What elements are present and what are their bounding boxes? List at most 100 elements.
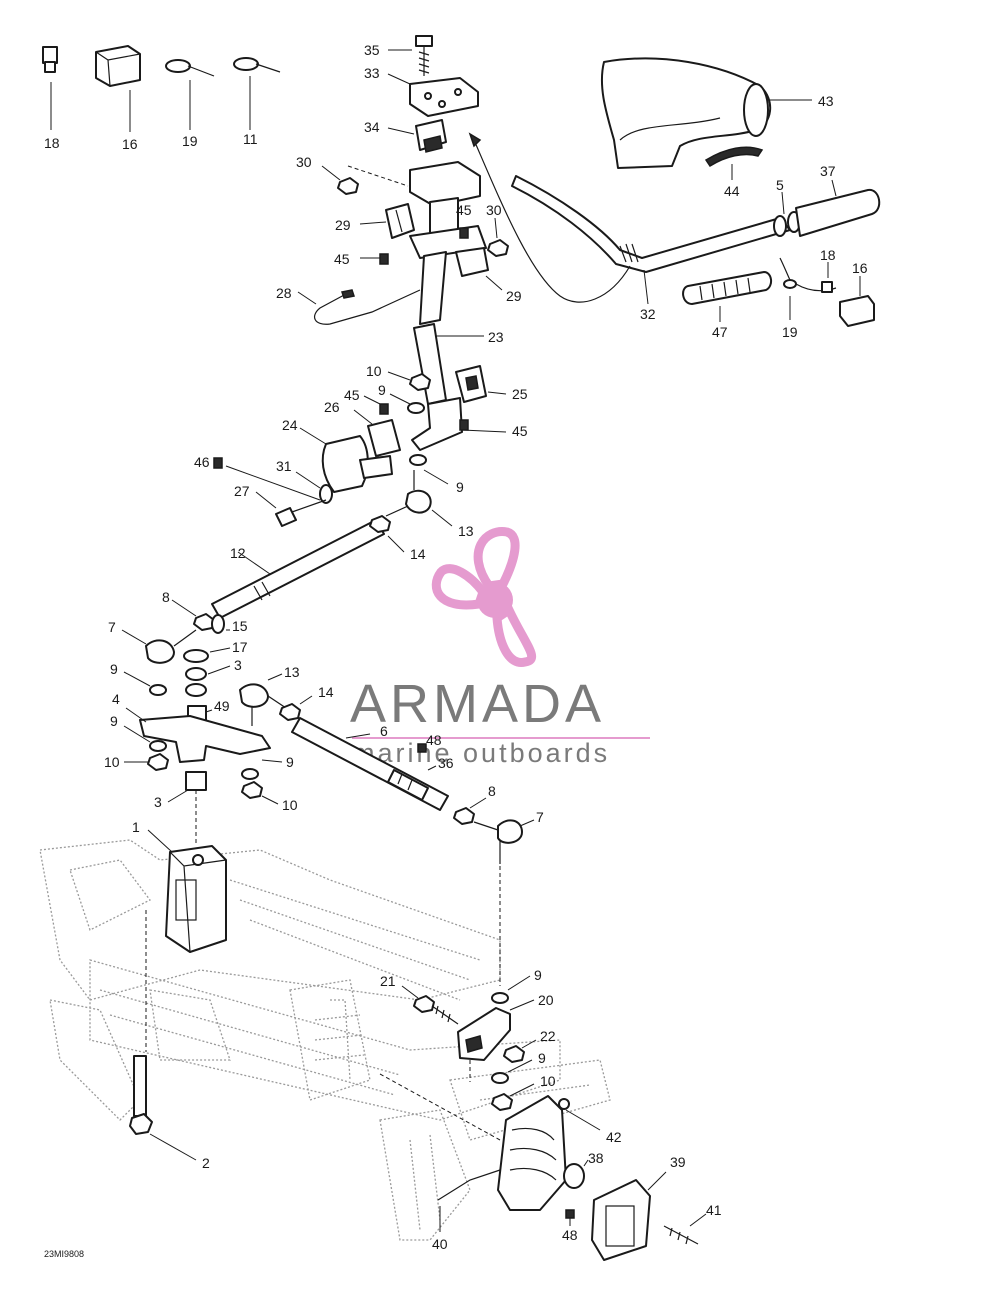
part-17-washer — [183, 647, 231, 663]
callout-16: 16 — [122, 136, 138, 152]
callout-37: 37 — [820, 163, 836, 179]
part-4-pivot-arm — [125, 707, 271, 763]
part-48-clip-lower — [565, 1209, 575, 1226]
part-45-clip-mid — [363, 395, 469, 431]
callout-9: 9 — [110, 713, 118, 729]
part-steering-stem-upper — [347, 161, 487, 325]
part-9-washers-left-stack — [123, 671, 283, 780]
part-39-plate — [591, 1171, 667, 1261]
callout-8: 8 — [488, 783, 496, 799]
callout-30: 30 — [486, 202, 502, 218]
callout-32: 32 — [640, 306, 656, 322]
callout-28: 28 — [276, 285, 292, 301]
part-40-cable — [437, 1169, 501, 1232]
callout-29: 29 — [506, 288, 522, 304]
part-3-bushing-upper — [185, 665, 231, 697]
callout-45: 45 — [334, 251, 350, 267]
callout-13: 13 — [458, 523, 474, 539]
callout-49: 49 — [214, 698, 230, 714]
callout-2: 2 — [202, 1155, 210, 1171]
part-18-connector-right — [821, 262, 833, 293]
part-29-bushing-right — [455, 247, 503, 291]
callout-1: 1 — [132, 819, 140, 835]
callout-26: 26 — [324, 399, 340, 415]
callout-7: 7 — [108, 619, 116, 635]
part-9-washer-upper — [389, 393, 425, 414]
callout-36: 36 — [438, 755, 454, 771]
callout-9: 9 — [110, 661, 118, 677]
callout-18: 18 — [44, 135, 60, 151]
callout-47: 47 — [712, 324, 728, 340]
callout-34: 34 — [364, 119, 380, 135]
part-26-bushing — [353, 409, 401, 457]
watermark-logo: ARMADA marine outboards — [350, 527, 650, 768]
part-2-long-bolt — [129, 1055, 197, 1161]
part-34-bushing — [387, 119, 447, 153]
part-21-bolt — [401, 985, 459, 1025]
callout-20: 20 — [538, 992, 554, 1008]
callout-45: 45 — [344, 387, 360, 403]
part-25-bracket — [455, 365, 507, 403]
part-43-padding — [600, 57, 812, 169]
part-14-nut-mid — [279, 695, 313, 721]
part-10-nut-arm — [491, 1083, 535, 1111]
part-7-ball-joint-right — [473, 819, 535, 864]
part-9-washer-arm-bottom — [491, 1059, 533, 1084]
hull-frame-outline — [39, 839, 611, 1241]
part-20-steering-arm — [457, 999, 535, 1061]
part-47-throttle-grip — [682, 271, 772, 322]
part-14-nut-upper — [369, 515, 405, 553]
callout-25: 25 — [512, 386, 528, 402]
callout-3: 3 — [154, 794, 162, 810]
callout-22: 22 — [540, 1028, 556, 1044]
part-15-washer — [211, 614, 230, 634]
callout-39: 39 — [670, 1154, 686, 1170]
part-steering-arc-arrow — [468, 132, 631, 303]
callout-6: 6 — [380, 723, 388, 739]
part-link-dashed-lines — [145, 790, 501, 1141]
propeller-icon — [431, 527, 537, 667]
callout-14: 14 — [318, 684, 334, 700]
part-16-connector-housing — [95, 45, 141, 132]
callout-12: 12 — [230, 545, 246, 561]
callout-31: 31 — [276, 458, 292, 474]
callout-33: 33 — [364, 65, 380, 81]
part-boot-housing — [497, 1095, 601, 1211]
callout-3: 3 — [234, 657, 242, 673]
callout-40: 40 — [432, 1236, 448, 1252]
part-28-cable — [297, 289, 421, 325]
part-27-bolt — [225, 465, 327, 527]
part-9-washer-lower-col — [409, 454, 449, 485]
callout-45: 45 — [456, 202, 472, 218]
callout-9: 9 — [378, 382, 386, 398]
part-30-nut-right — [487, 217, 509, 257]
part-16-connector-right — [839, 276, 875, 327]
callout-19: 19 — [182, 133, 198, 149]
part-10-nut-upper — [387, 371, 431, 391]
watermark-tagline: marine outboards — [352, 738, 610, 768]
part-callouts: 18 16 19 11 35 33 34 30 45 30 29 45 29 4… — [44, 42, 868, 1252]
part-38-sleeve — [563, 1159, 589, 1189]
callout-9: 9 — [538, 1050, 546, 1066]
part-48-clip-mid — [417, 743, 427, 753]
callout-21: 21 — [380, 973, 396, 989]
callout-24: 24 — [282, 417, 298, 433]
callout-10: 10 — [540, 1073, 556, 1089]
callout-10: 10 — [104, 754, 120, 770]
callout-44: 44 — [724, 183, 740, 199]
part-13-ball-joint-mid — [239, 673, 287, 726]
callout-42: 42 — [606, 1129, 622, 1145]
callout-29: 29 — [335, 217, 351, 233]
part-36-adjuster-sleeve — [387, 765, 437, 801]
part-46-nut — [213, 457, 223, 469]
part-7-ball-joint-left — [121, 629, 197, 664]
part-18-connector-small — [42, 46, 58, 130]
callout-45: 45 — [512, 423, 528, 439]
callout-8: 8 — [162, 589, 170, 605]
part-44-trim — [704, 146, 764, 180]
callout-9: 9 — [456, 479, 464, 495]
part-steering-pivot-arm — [411, 397, 507, 451]
part-9-washer-arm-top — [491, 975, 531, 1004]
part-41-screw — [663, 1213, 707, 1245]
callout-46: 46 — [194, 454, 210, 470]
